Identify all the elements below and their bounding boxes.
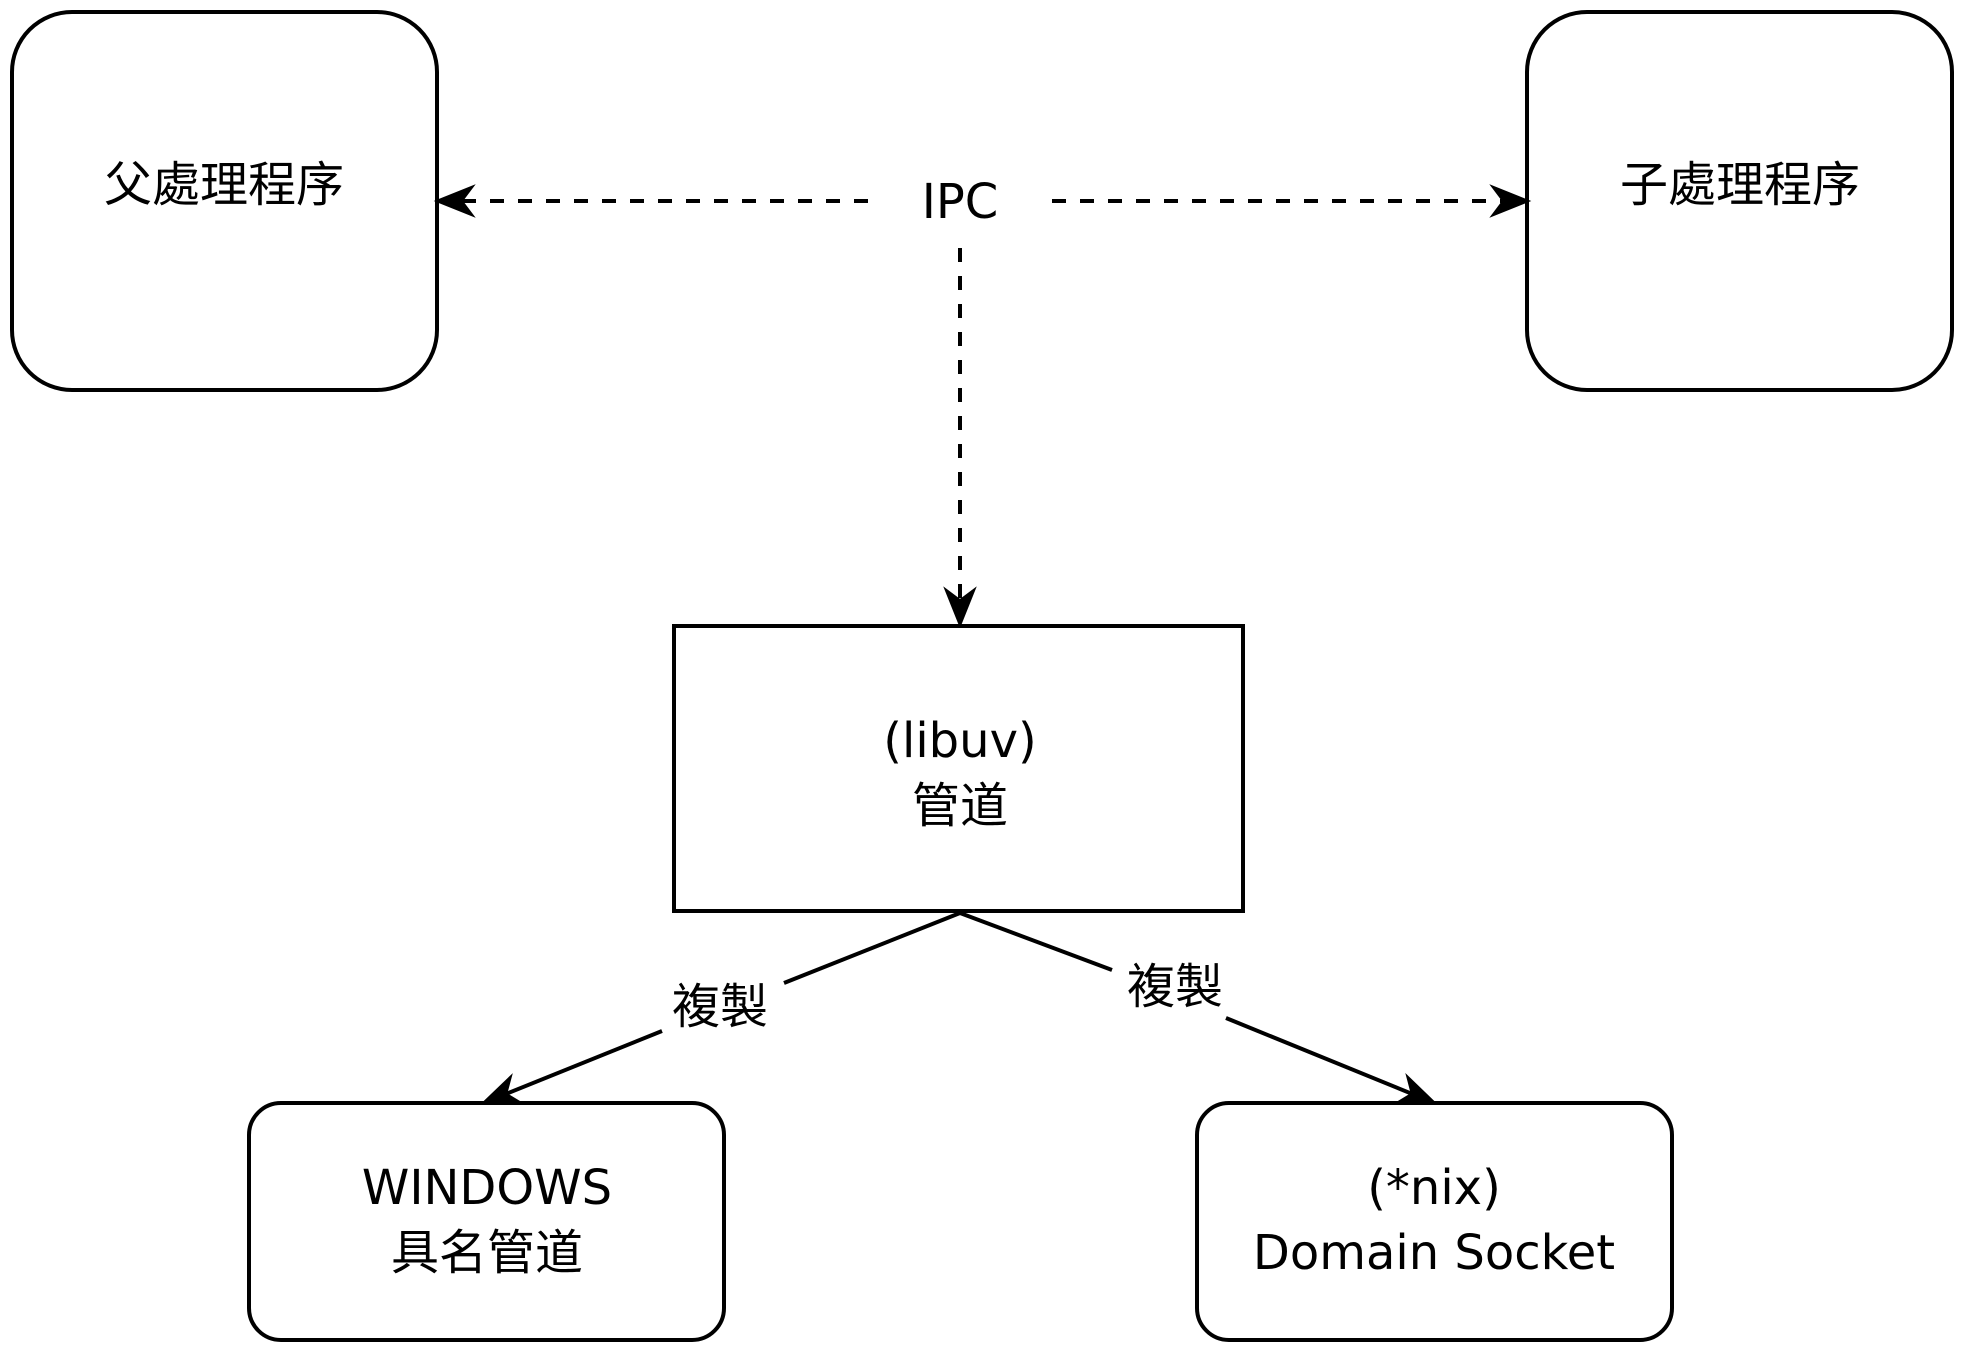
copy-edge-left-arrow xyxy=(480,1029,663,1105)
windows-named-pipe-node: WINDOWS 具名管道 xyxy=(247,1101,726,1342)
copy-label-left: 複製 xyxy=(672,979,768,1035)
unix-domain-socket-node: (*nix) Domain Socket xyxy=(1195,1101,1674,1342)
copy-edge-left xyxy=(783,911,961,985)
copy-edge-right xyxy=(959,911,1113,972)
unix-line2: Domain Socket xyxy=(1253,1225,1615,1281)
copy-edge-right-arrow xyxy=(1225,1016,1438,1105)
libuv-pipe-line1: (libuv) xyxy=(883,713,1036,769)
libuv-pipe-node: (libuv) 管道 xyxy=(672,624,1245,913)
libuv-pipe-line2: 管道 xyxy=(912,778,1008,834)
parent-process-node: 父處理程序 xyxy=(10,10,439,392)
child-process-node: 子處理程序 xyxy=(1525,10,1954,392)
unix-line1: (*nix) xyxy=(1367,1160,1501,1216)
ipc-label: IPC xyxy=(922,174,999,230)
parent-process-label: 父處理程序 xyxy=(104,157,344,213)
windows-line2: 具名管道 xyxy=(391,1225,583,1281)
copy-label-right: 複製 xyxy=(1127,959,1223,1015)
windows-line1: WINDOWS xyxy=(362,1160,612,1216)
child-process-label: 子處理程序 xyxy=(1620,157,1860,213)
